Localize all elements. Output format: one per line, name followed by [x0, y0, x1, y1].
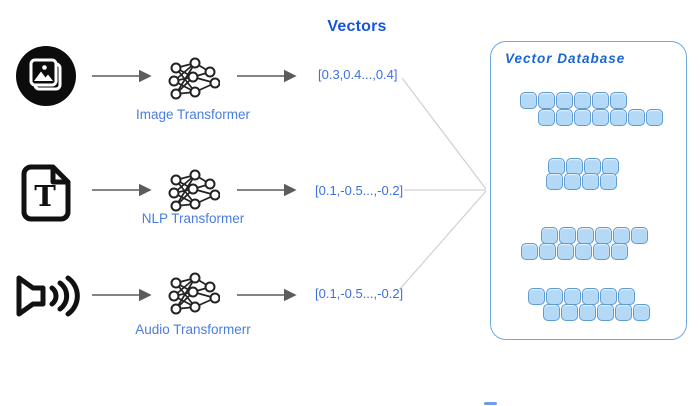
- vector-chunk: [595, 227, 612, 244]
- neural-network-icon: [168, 167, 220, 215]
- vector-chunk: [613, 227, 630, 244]
- vector-chunk: [538, 92, 555, 109]
- converge-line-1: [401, 77, 487, 190]
- vector-chunk: [577, 227, 594, 244]
- converging-lines: [399, 77, 487, 290]
- vector-chunk: [600, 288, 617, 305]
- neural-network-icon: [168, 270, 220, 318]
- vector-chunk: [600, 173, 617, 190]
- chunk-row: [546, 173, 617, 190]
- vector-chunk: [546, 288, 563, 305]
- vector-chunk: [556, 92, 573, 109]
- speaker-icon: [14, 272, 86, 320]
- svg-text:T: T: [34, 179, 56, 213]
- vector-chunk: [561, 304, 578, 321]
- vector-chunk: [543, 304, 560, 321]
- vector-chunk: [520, 92, 537, 109]
- chunk-row: [541, 227, 648, 244]
- vector-chunk: [539, 243, 556, 260]
- chunk-row: [520, 92, 627, 109]
- vector-chunk: [611, 243, 628, 260]
- vector-chunk: [574, 109, 591, 126]
- nlp-transformer-label: NLP Transformer: [141, 211, 245, 226]
- vector-chunk: [633, 304, 650, 321]
- page-title: Vectors: [327, 18, 387, 35]
- chunk-row: [528, 288, 635, 305]
- vector-chunk: [592, 109, 609, 126]
- vector-chunk: [582, 173, 599, 190]
- vector-chunk: [541, 227, 558, 244]
- chunk-row: [538, 109, 663, 126]
- text-document-icon: T: [20, 163, 74, 223]
- vector-chunk: [631, 227, 648, 244]
- chunk-row: [548, 158, 619, 175]
- vector-database-box: Vector Database: [490, 41, 687, 340]
- vector-chunk: [593, 243, 610, 260]
- vector-chunk: [521, 243, 538, 260]
- chunk-row: [543, 304, 650, 321]
- image-transformer-label: Image Transformer: [135, 107, 251, 122]
- text-vector-value: [0.1,-0.5...,-0.2]: [315, 183, 404, 198]
- vector-chunk: [618, 288, 635, 305]
- vector-chunk: [628, 109, 645, 126]
- vector-chunk: [546, 173, 563, 190]
- image-stack-icon: [15, 45, 77, 107]
- vector-chunk: [538, 109, 555, 126]
- chunk-row: [521, 243, 628, 260]
- vector-chunk: [597, 304, 614, 321]
- vector-chunk: [575, 243, 592, 260]
- vector-chunk: [582, 288, 599, 305]
- vector-chunk: [610, 92, 627, 109]
- bottom-edge-dash: [484, 402, 497, 405]
- audio-transformer-label: Audio Transformerr: [135, 322, 251, 337]
- vector-chunk: [559, 227, 576, 244]
- vector-chunk: [615, 304, 632, 321]
- vector-chunk: [610, 109, 627, 126]
- vector-chunk: [528, 288, 545, 305]
- vector-chunk: [646, 109, 663, 126]
- vector-chunk: [592, 92, 609, 109]
- vector-chunk: [557, 243, 574, 260]
- vector-chunk: [556, 109, 573, 126]
- audio-vector-value: [0.1,-0.5...,-0.2]: [315, 286, 404, 301]
- vector-database-title: Vector Database: [505, 51, 626, 66]
- converge-line-3: [399, 190, 487, 290]
- vector-chunk: [574, 92, 591, 109]
- image-vector-value: [0.3,0.4...,0.4]: [318, 67, 398, 82]
- neural-network-icon: [168, 55, 220, 103]
- vector-chunk: [579, 304, 596, 321]
- vector-chunk: [564, 288, 581, 305]
- vector-chunk: [564, 173, 581, 190]
